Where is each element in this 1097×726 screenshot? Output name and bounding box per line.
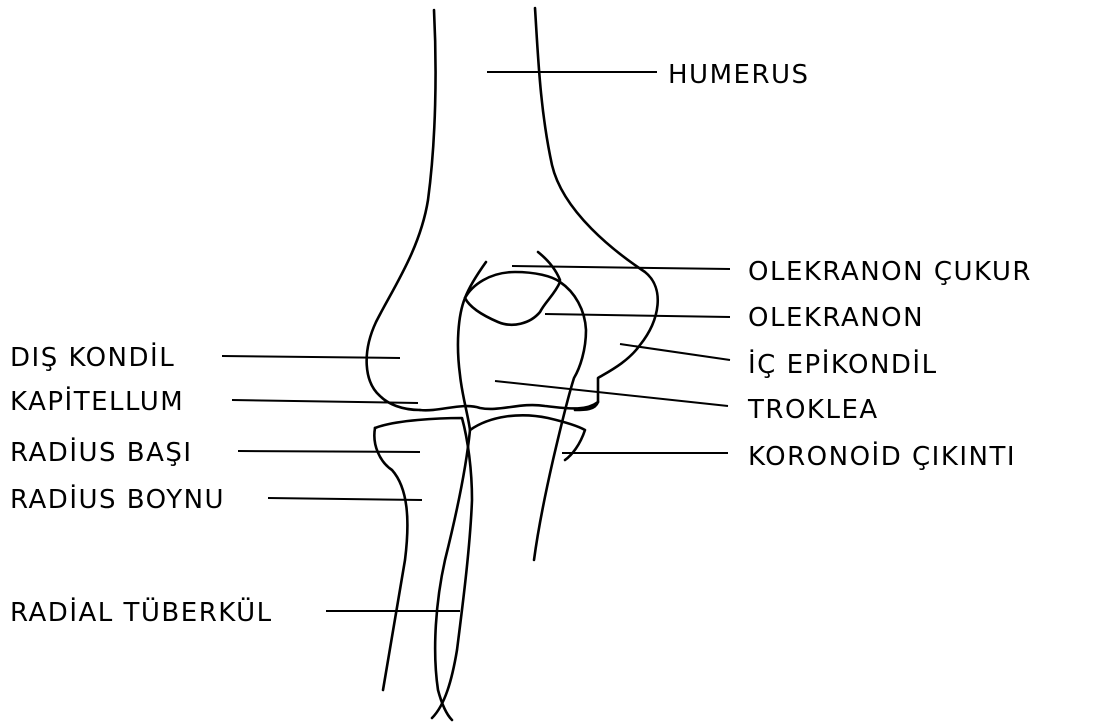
- leader-kapitellum: [232, 400, 418, 403]
- leader-dis-kondil: [222, 356, 400, 358]
- label-radius-boynu: RADİUS BOYNU: [10, 483, 225, 515]
- label-olekranon: OLEKRANON: [748, 303, 924, 333]
- leader-olekranon: [545, 314, 730, 317]
- leader-ic-epikondil: [620, 344, 730, 360]
- label-troklea: TROKLEA: [747, 395, 879, 425]
- radius-outline: [374, 418, 472, 718]
- label-radius-basi: RADİUS BAŞI: [10, 436, 193, 468]
- label-koronoid-cikinti: KORONOİD ÇIKINTI: [748, 440, 1016, 472]
- leader-olekranon-cukur: [512, 266, 730, 269]
- leader-lines: [222, 72, 730, 611]
- humerus-outline: [367, 8, 658, 410]
- leader-troklea: [495, 381, 728, 406]
- label-olekranon-cukur: OLEKRANON ÇUKUR: [748, 257, 1032, 287]
- label-ic-epikondil: İÇ EPİKONDİL: [748, 348, 938, 380]
- leader-radius-boynu: [268, 498, 422, 500]
- leader-radius-basi: [238, 451, 420, 452]
- label-dis-kondil: DIŞ KONDİL: [10, 341, 175, 373]
- ulna-outline: [435, 282, 586, 720]
- label-kapitellum: KAPİTELLUM: [10, 385, 184, 417]
- label-radial-tuberkul: RADİAL TÜBERKÜL: [10, 596, 273, 628]
- labels: HUMERUS OLEKRANON ÇUKUR OLEKRANON İÇ EPİ…: [10, 60, 1032, 628]
- label-humerus: HUMERUS: [668, 60, 810, 90]
